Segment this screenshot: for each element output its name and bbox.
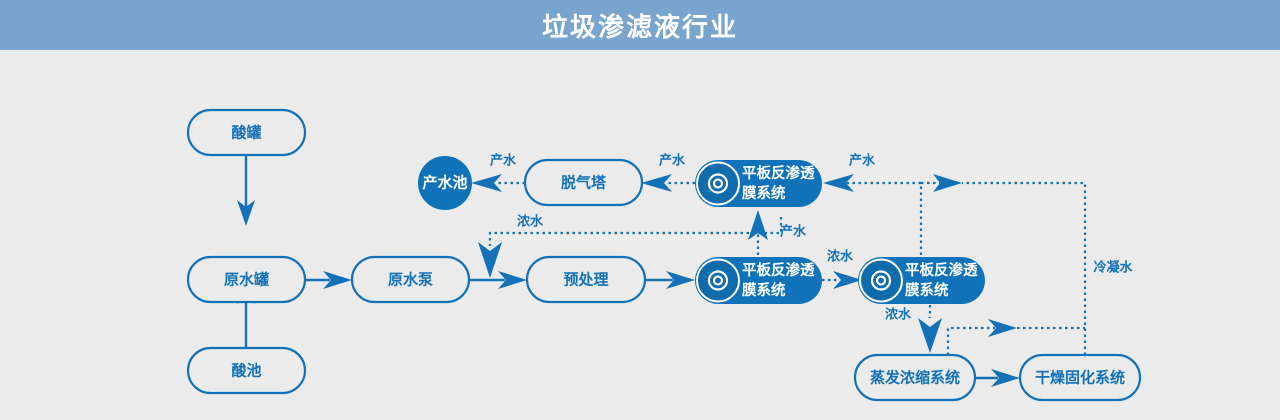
edge-label-concentrate-right: 浓水 <box>885 307 912 323</box>
node-label-degas-tower: 脱气塔 <box>561 174 607 192</box>
edge-acid-tank-to-raw-water-tank <box>237 155 255 226</box>
node-label-product-water-pool: 产水池 <box>422 174 467 192</box>
node-evaporation-concentration-system[interactable]: 蒸发浓缩系统 <box>853 353 977 402</box>
node-label-evaporator: 蒸发浓缩系统 <box>870 369 960 387</box>
edge-raw-water-tank-to-pump <box>305 271 352 289</box>
node-label-pretreatment: 预处理 <box>563 271 608 289</box>
node-acid-pool[interactable]: 酸池 <box>186 346 307 395</box>
node-raw-water-tank[interactable]: 原水罐 <box>186 255 307 304</box>
node-label-ro-top-line1: 平板反渗透 <box>742 164 815 182</box>
node-drying-solidification-system[interactable]: 干燥固化系统 <box>1018 353 1142 402</box>
page-header: 垃圾渗滤液行业 <box>0 0 1280 50</box>
node-ro-membrane-right[interactable]: 平板反渗透 膜系统 <box>858 257 985 304</box>
node-pretreatment[interactable]: 预处理 <box>525 255 647 304</box>
ro-membrane-icon <box>859 258 903 303</box>
node-acid-tank[interactable]: 酸罐 <box>186 108 307 157</box>
edge-evaporator-vapor-return <box>946 319 1085 355</box>
edge-pretreatment-to-ro-mid <box>645 271 695 289</box>
ro-membrane-icon <box>696 258 740 303</box>
edge-label-product-water-mid: 产水 <box>780 224 807 240</box>
edge-ro-mid-to-ro-right-concentrate: 浓水 <box>822 249 862 289</box>
node-label-ro-top-line2: 膜系统 <box>742 184 786 202</box>
edge-degas-tower-to-product-pool: 产水 <box>471 153 525 192</box>
edge-ro-top-to-degas-tower: 产水 <box>641 153 695 192</box>
edge-pump-to-pretreatment <box>468 271 527 289</box>
edge-ro-right-to-ro-top-product-water: 产水 <box>823 153 962 255</box>
node-label-raw-water-tank: 原水罐 <box>224 271 269 289</box>
edge-ro-right-to-evaporator-concentrate: 浓水 <box>885 305 942 353</box>
node-label-ro-right-line2: 膜系统 <box>905 281 949 299</box>
edge-ro-top-concentrate-to-pretreatment: 浓水 <box>478 214 783 278</box>
edge-label-product-water-pool: 产水 <box>490 153 517 169</box>
flowchart-canvas: 浓水 产水 浓水 产水 <box>0 50 1280 420</box>
node-ro-membrane-top[interactable]: 平板反渗透 膜系统 <box>695 160 822 207</box>
node-label-ro-right-line1: 平板反渗透 <box>905 261 978 279</box>
node-label-raw-water-pump: 原水泵 <box>388 271 433 289</box>
edge-dryer-condensate-to-ro-top: 冷凝水 <box>962 181 1133 355</box>
edge-label-product-water-degas: 产水 <box>659 153 686 169</box>
node-ro-membrane-mid[interactable]: 平板反渗透 膜系统 <box>695 257 822 304</box>
node-label-ro-mid-line2: 膜系统 <box>742 281 786 299</box>
edge-label-concentrate-mid: 浓水 <box>827 249 854 265</box>
edge-label-concentrate-top: 浓水 <box>517 214 544 230</box>
node-degas-tower[interactable]: 脱气塔 <box>523 158 644 207</box>
node-label-acid-pool: 酸池 <box>231 362 261 380</box>
edge-layer: 浓水 产水 浓水 产水 <box>237 153 1133 387</box>
node-product-water-pool[interactable]: 产水池 <box>418 156 472 210</box>
edge-label-product-water-right: 产水 <box>849 153 876 169</box>
edge-evaporator-to-dryer <box>975 369 1020 387</box>
node-layer: 酸罐 原水罐 酸池 原水泵 <box>186 108 1142 402</box>
node-label-acid-tank: 酸罐 <box>231 124 261 142</box>
node-label-ro-mid-line1: 平板反渗透 <box>742 261 815 279</box>
page-title: 垃圾渗滤液行业 <box>541 12 738 43</box>
node-label-dryer: 干燥固化系统 <box>1035 369 1125 387</box>
node-raw-water-pump[interactable]: 原水泵 <box>350 255 471 304</box>
edge-label-condensate: 冷凝水 <box>1093 260 1133 276</box>
edge-ro-mid-to-ro-top-product-water: 产水 <box>748 210 807 255</box>
ro-membrane-icon <box>696 161 740 206</box>
